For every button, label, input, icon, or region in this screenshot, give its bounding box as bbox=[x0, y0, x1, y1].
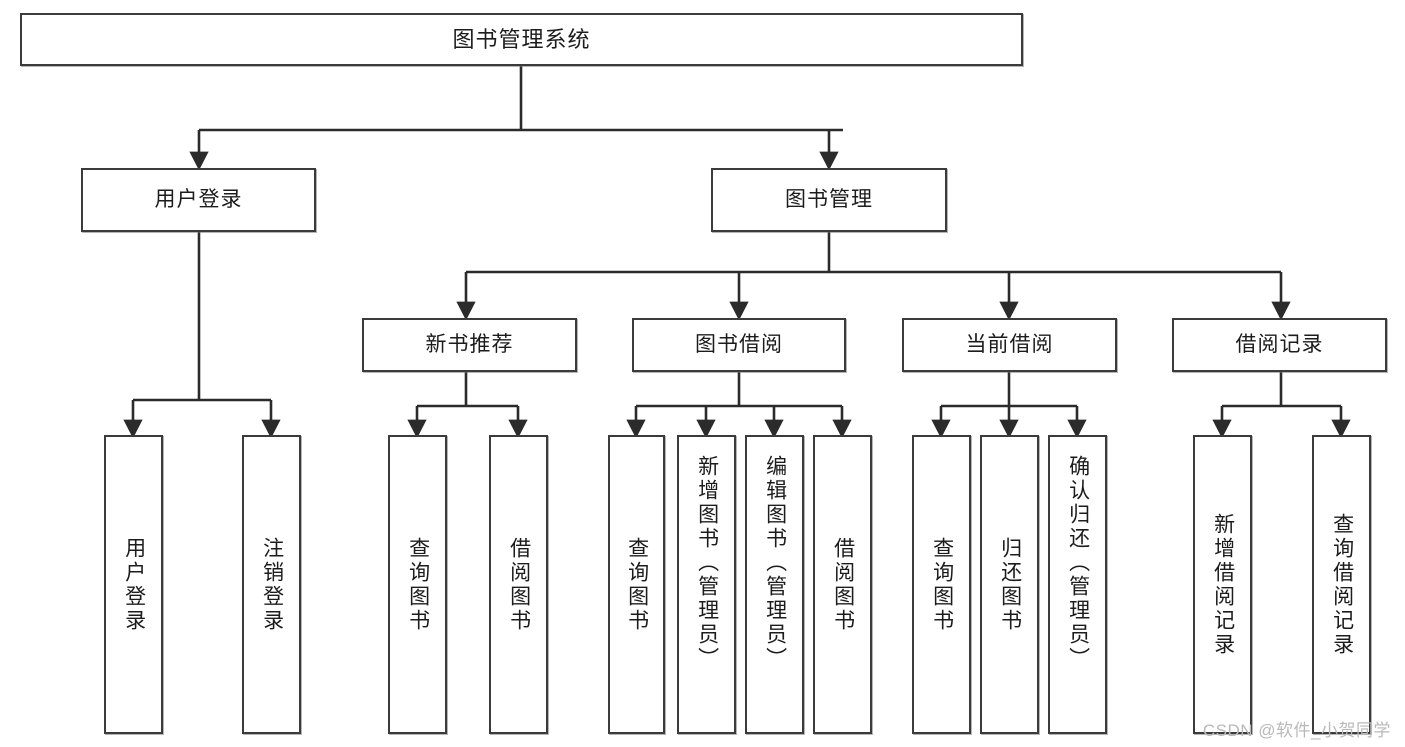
node-label: 用户登录 bbox=[154, 187, 243, 211]
node-label: 归还图书 bbox=[998, 536, 1022, 633]
node-label: 当前借阅 bbox=[965, 332, 1054, 356]
node-label: 确认归还（管理员） bbox=[1066, 455, 1090, 671]
node-label: 新增图书（管理员） bbox=[695, 455, 719, 671]
node-label: 查询图书 bbox=[406, 536, 430, 633]
node-label: 借阅图书 bbox=[831, 536, 855, 633]
watermark-text: CSDN @软件_小贺同学 bbox=[1202, 721, 1391, 740]
node-leaf-user-login[interactable]: 用户登录 bbox=[104, 435, 163, 734]
node-leaf-query-book-1[interactable]: 查询图书 bbox=[388, 435, 447, 734]
node-book-borrow[interactable]: 图书借阅 bbox=[632, 318, 846, 372]
node-leaf-confirm-return[interactable]: 确认归还（管理员） bbox=[1048, 435, 1107, 734]
node-new-book-recommend[interactable]: 新书推荐 bbox=[362, 318, 577, 372]
node-leaf-borrow-book-1[interactable]: 借阅图书 bbox=[489, 435, 548, 734]
node-label: 借阅图书 bbox=[507, 536, 531, 633]
node-current-borrow[interactable]: 当前借阅 bbox=[902, 318, 1117, 372]
node-label: 图书管理系统 bbox=[452, 26, 591, 52]
node-label: 查询图书 bbox=[625, 536, 649, 633]
node-root-system[interactable]: 图书管理系统 bbox=[20, 13, 1023, 66]
node-leaf-query-book-2[interactable]: 查询图书 bbox=[608, 435, 665, 734]
node-label: 用户登录 bbox=[122, 536, 146, 633]
node-leaf-edit-book[interactable]: 编辑图书（管理员） bbox=[745, 435, 804, 734]
node-label: 注销登录 bbox=[260, 536, 284, 633]
node-label: 查询借阅记录 bbox=[1330, 512, 1354, 657]
node-leaf-return-book[interactable]: 归还图书 bbox=[980, 435, 1039, 734]
node-label: 新书推荐 bbox=[425, 332, 514, 356]
node-leaf-query-record[interactable]: 查询借阅记录 bbox=[1312, 435, 1371, 734]
node-label: 新增借阅记录 bbox=[1211, 512, 1235, 657]
node-label: 查询图书 bbox=[930, 536, 954, 633]
node-book-manage[interactable]: 图书管理 bbox=[711, 168, 947, 232]
node-leaf-borrow-book-2[interactable]: 借阅图书 bbox=[813, 435, 872, 734]
node-leaf-logout-login[interactable]: 注销登录 bbox=[242, 435, 301, 734]
node-label: 图书管理 bbox=[785, 187, 873, 211]
node-leaf-query-book-3[interactable]: 查询图书 bbox=[912, 435, 971, 734]
node-label: 借阅记录 bbox=[1235, 332, 1324, 356]
node-leaf-add-book[interactable]: 新增图书（管理员） bbox=[677, 435, 736, 734]
node-label: 图书借阅 bbox=[695, 332, 783, 356]
node-user-login[interactable]: 用户登录 bbox=[81, 168, 316, 232]
node-leaf-add-record[interactable]: 新增借阅记录 bbox=[1193, 435, 1252, 734]
node-borrow-record[interactable]: 借阅记录 bbox=[1172, 318, 1387, 372]
node-label: 编辑图书（管理员） bbox=[763, 455, 787, 671]
